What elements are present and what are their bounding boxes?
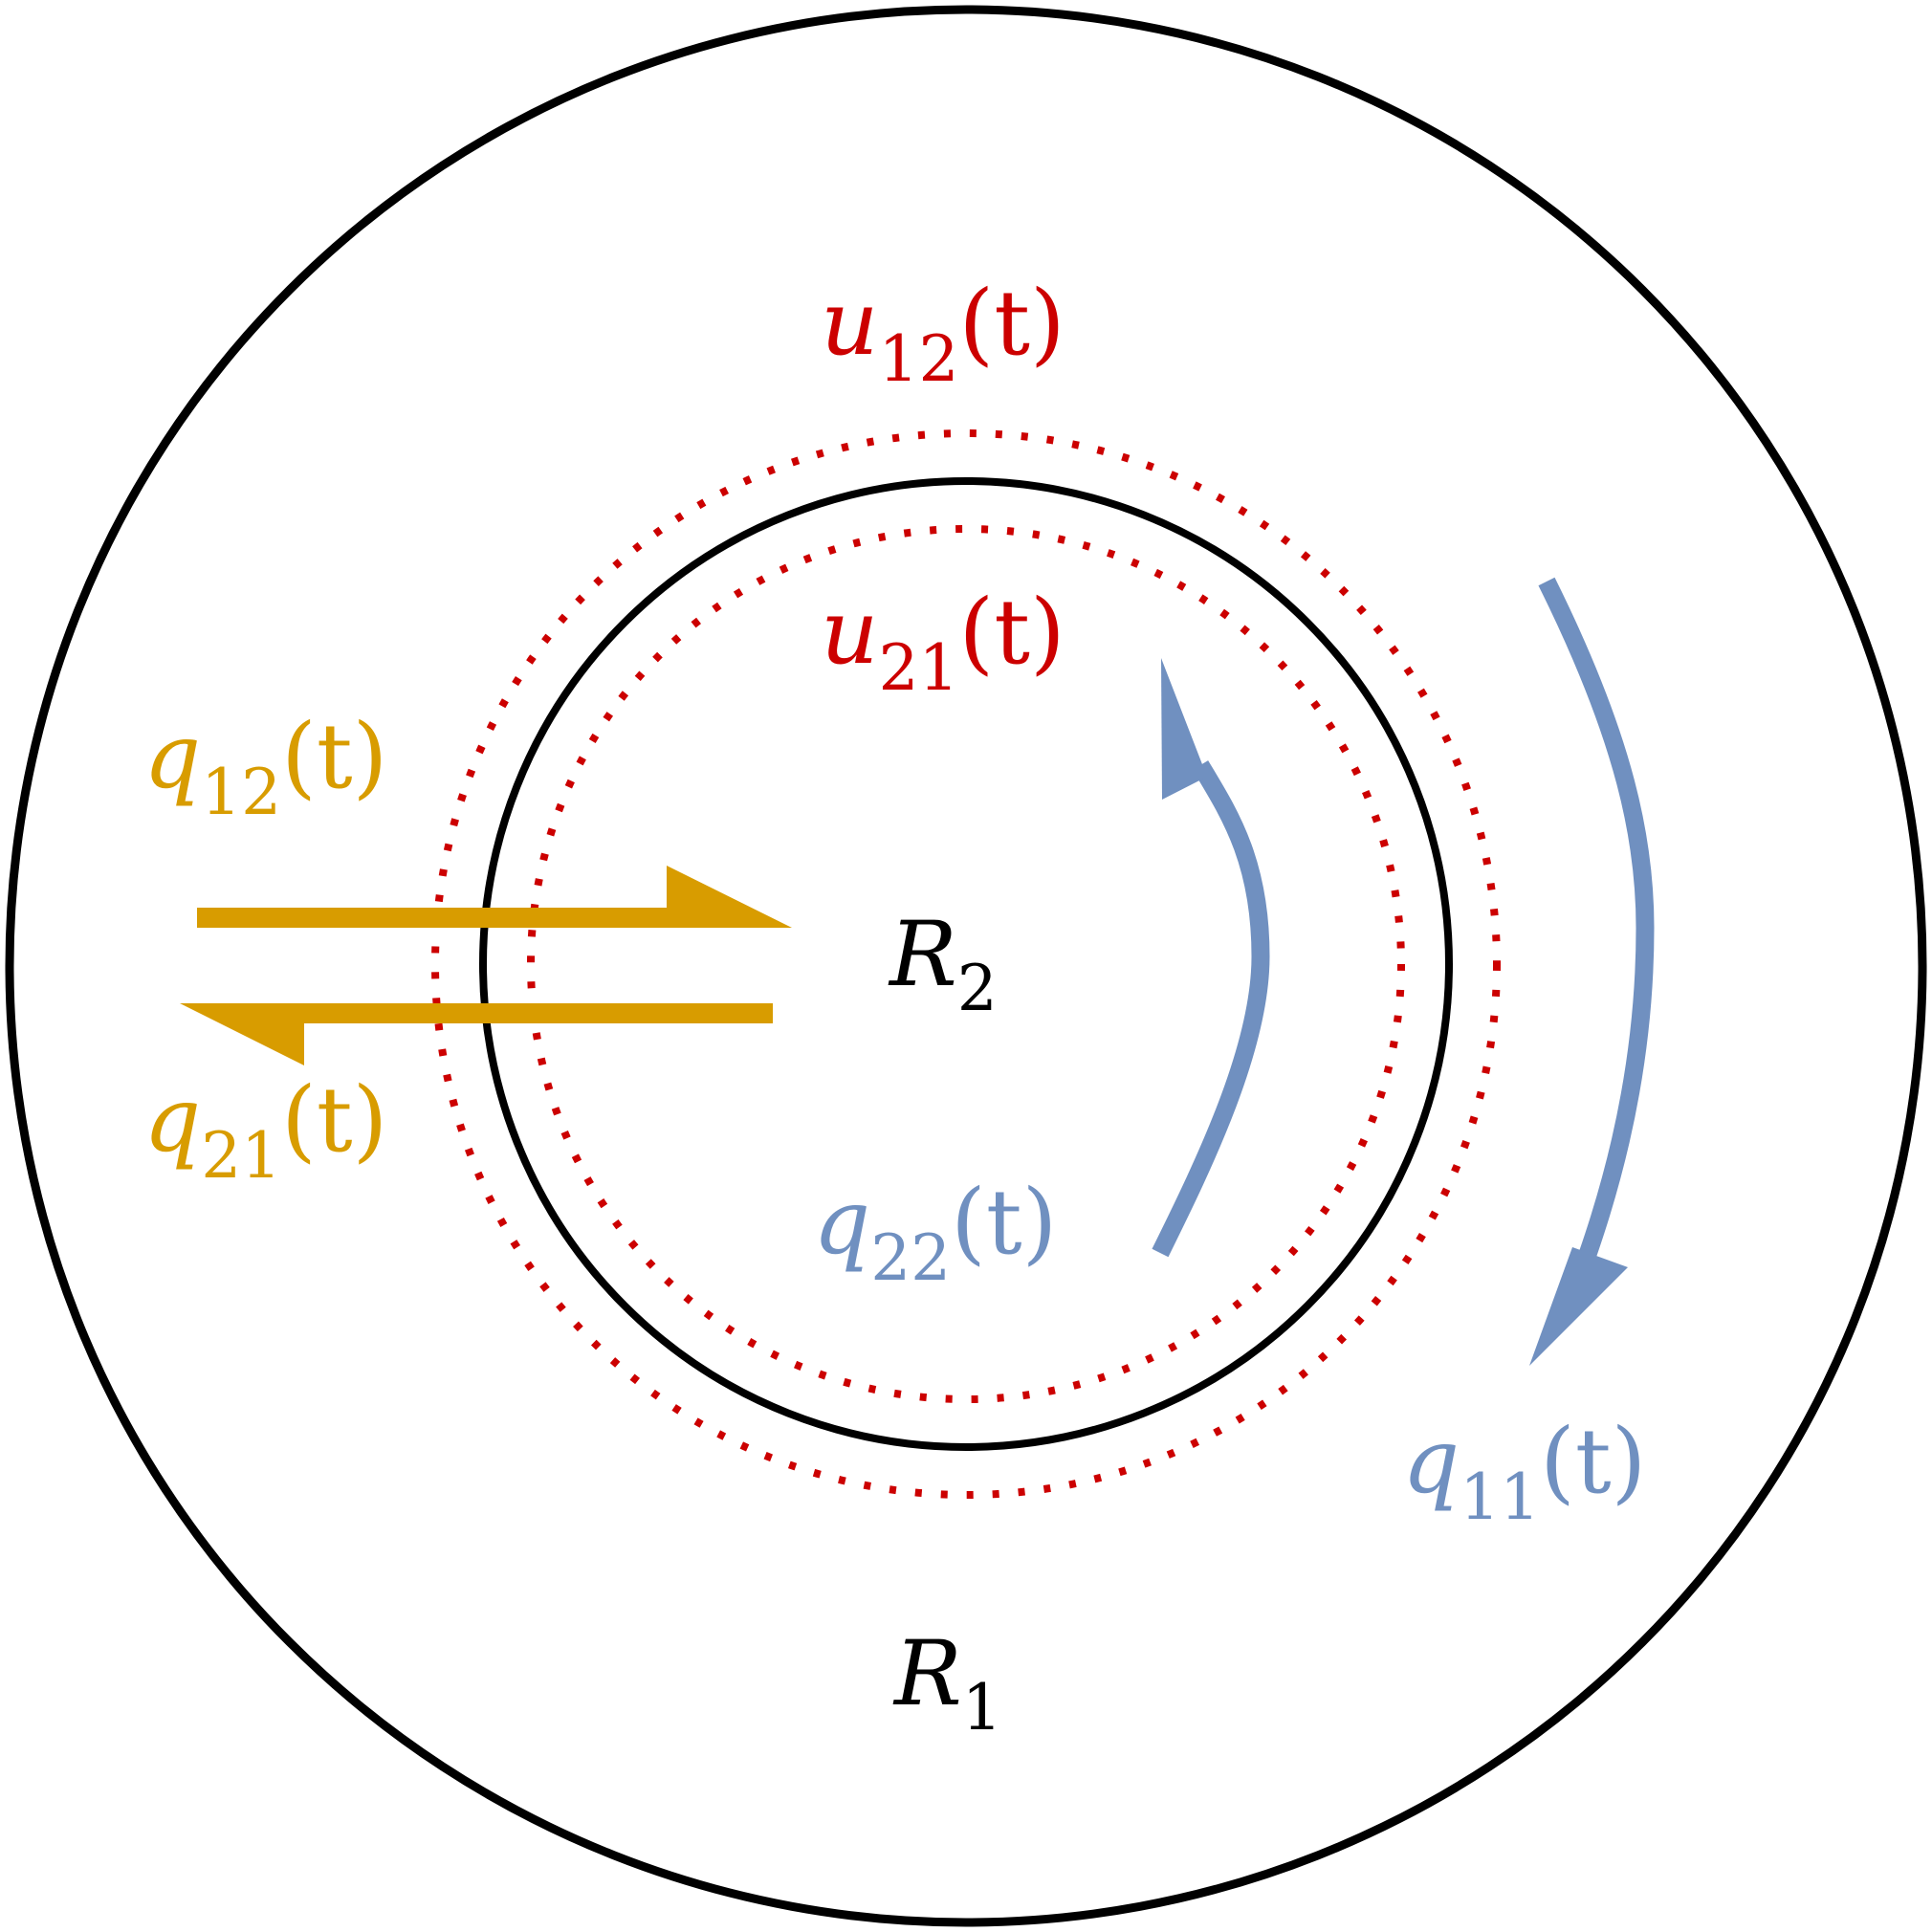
- q11-label: q11(t): [1402, 1410, 1646, 1534]
- q21-arrow: [180, 1003, 773, 1065]
- u12-label: u12(t): [821, 272, 1065, 396]
- q12-arrow: [197, 866, 792, 928]
- q22-arrow: [1152, 658, 1270, 1258]
- q21-label: q21(t): [143, 1068, 387, 1193]
- outer-region-boundary: [5, 5, 1927, 1927]
- u21-label: u21(t): [821, 581, 1065, 705]
- q22-label: q22(t): [813, 1171, 1057, 1295]
- q11-arrow: [1529, 577, 1655, 1366]
- outer-interface-dotted-circle: [431, 429, 1501, 1499]
- outer-region-label: R1: [892, 1622, 1002, 1745]
- inner-interface-dotted-circle: [527, 525, 1405, 1403]
- inner-region-label: R2: [888, 903, 998, 1025]
- inner-region-boundary: [479, 477, 1453, 1451]
- q12-label: q12(t): [143, 705, 387, 829]
